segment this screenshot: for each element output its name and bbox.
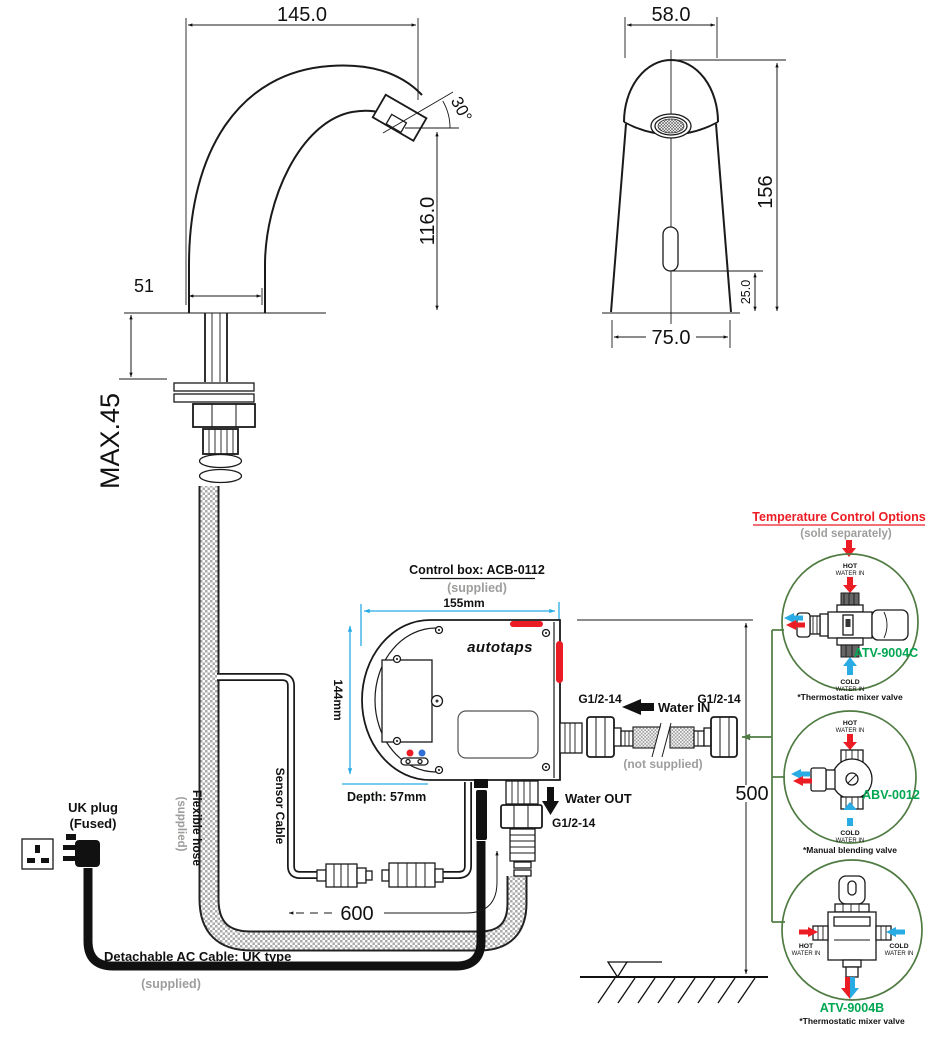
ground-symbol xyxy=(580,961,768,1004)
hot-label-2: WATER IN xyxy=(792,951,821,957)
dim-front-height: 156 xyxy=(755,175,777,208)
dc-plug-tab xyxy=(474,779,488,788)
hot-label: HOT xyxy=(843,563,858,570)
sensor-cable-label: Sensor Cable xyxy=(273,768,287,845)
thermostatic-valve-vertical-icon xyxy=(812,875,892,978)
install-height-dimension: 500 xyxy=(577,619,769,975)
control-box: Control box: ACB-0112 (supplied) 155mm 1… xyxy=(331,563,563,804)
cold-label: COLD xyxy=(889,943,908,950)
cold-label-2: WATER IN xyxy=(836,687,865,693)
valve-type-note: *Thermostatic mixer valve xyxy=(799,1016,905,1026)
datum-icon xyxy=(606,961,629,979)
sensor-cable: Sensor Cable xyxy=(217,673,472,888)
water-in-label: Water IN xyxy=(658,700,710,715)
tap-side-view: 145.0 30° 116.0 51 MAX.45 xyxy=(95,4,528,952)
mixed-water-arrow-icon xyxy=(784,613,805,630)
dim-box-depth: Depth: 57mm xyxy=(347,790,426,804)
label-area xyxy=(457,710,539,759)
dim-side-width: 145.0 xyxy=(277,4,327,26)
sensor-window xyxy=(662,226,679,272)
mixed-water-arrow-icon xyxy=(791,769,812,786)
option-abv-0012: HOT WATER IN COLD WATER IN ABV-0012 xyxy=(783,710,920,855)
control-box-title: Control box: ACB-0112 xyxy=(409,563,545,577)
water-out-arrow-icon xyxy=(542,787,559,815)
valve-type-note: *Manual blending valve xyxy=(803,845,897,855)
option-atv-9004c: HOT WATER IN xyxy=(781,553,919,702)
water-out-label: Water OUT xyxy=(565,791,632,806)
case-screws xyxy=(392,625,551,775)
options-bracket xyxy=(741,629,785,923)
hot-label-2: WATER IN xyxy=(836,728,865,734)
hot-label: HOT xyxy=(843,720,858,727)
thermostatic-valve-icon xyxy=(796,592,909,658)
sensor-cable-socket xyxy=(381,862,444,888)
water-in-thread-right: G1/2-14 xyxy=(697,692,741,706)
uk-plug-label-1: UK plug xyxy=(68,800,118,815)
arrow-down-red-icon xyxy=(842,540,856,557)
tap-shank-fittings xyxy=(173,313,256,484)
hot-label: HOT xyxy=(799,943,814,950)
flexible-hose-note: (supplied) xyxy=(175,797,187,852)
cold-water-arrow-icon xyxy=(886,927,905,937)
temp-options-title: Temperature Control Options xyxy=(752,510,925,524)
red-accent-top xyxy=(510,621,543,627)
battery-compartment xyxy=(381,659,433,743)
dc-plug-body xyxy=(476,790,487,840)
dim-spout-angle: 30° xyxy=(447,93,476,125)
temperature-options: Temperature Control Options (sold separa… xyxy=(741,510,926,1026)
model-label: ATV-9004C xyxy=(854,646,918,660)
ac-cable-label: Detachable AC Cable: UK type xyxy=(104,949,291,964)
hot-label-2: WATER IN xyxy=(836,571,865,577)
red-accent-side xyxy=(556,641,563,683)
spout-tip xyxy=(371,93,428,142)
dim-front-base-width: 75.0 xyxy=(652,327,691,349)
dim-max-deck: MAX.45 xyxy=(95,393,125,489)
hot-water-arrow-icon xyxy=(799,927,818,937)
mixed-water-down-arrow-icon xyxy=(841,977,859,999)
hose-break-mark xyxy=(652,722,672,760)
power-cable: UK plug (Fused) Detachable AC Cable: UK … xyxy=(21,779,488,991)
temp-options-subtitle: (sold separately) xyxy=(800,528,892,540)
cold-label: COLD xyxy=(840,679,859,686)
model-label: ATV-9004B xyxy=(820,1001,884,1015)
water-in-arrow-icon xyxy=(622,699,654,715)
uk-plug-icon xyxy=(63,834,100,867)
brand-logo: autotaps xyxy=(467,639,533,656)
cold-label-2: WATER IN xyxy=(836,838,865,844)
water-out-thread: G1/2-14 xyxy=(552,816,596,830)
ac-cable-note: (supplied) xyxy=(141,977,201,991)
tap-front-view: 58.0 156 25.0 75.0 xyxy=(602,4,786,349)
dim-base-width: 51 xyxy=(134,276,154,296)
dim-box-height: 144mm xyxy=(331,679,345,720)
model-label: ABV-0012 xyxy=(862,788,920,802)
cold-label-2: WATER IN xyxy=(885,951,914,957)
uk-socket-icon xyxy=(21,838,54,870)
dim-front-top-width: 58.0 xyxy=(652,4,691,26)
dim-box-width: 155mm xyxy=(443,596,484,610)
sensor-cable-plug xyxy=(316,863,373,888)
control-box-supplied: (supplied) xyxy=(447,581,507,595)
dim-install-height: 500 xyxy=(735,783,768,805)
dim-hose-length: 600 xyxy=(340,903,373,925)
water-in-thread-left: G1/2-14 xyxy=(578,692,622,706)
water-in-connection: G1/2-14 G1/2-14 Water IN (not supplied) xyxy=(559,692,741,771)
water-out-connection: Water OUT G1/2-14 xyxy=(500,780,632,877)
uk-plug-label-2: (Fused) xyxy=(70,816,117,831)
dim-side-height: 116.0 xyxy=(417,197,439,246)
cold-label: COLD xyxy=(840,830,859,837)
valve-type-note: *Thermostatic mixer valve xyxy=(797,692,903,702)
dim-sensor-offset: 25.0 xyxy=(739,280,753,304)
ac-cable xyxy=(83,841,486,971)
status-leds xyxy=(400,749,429,766)
hose-length-dimension: 600 xyxy=(288,850,499,925)
water-in-note: (not supplied) xyxy=(623,757,702,771)
option-atv-9004b: HOT WATER IN COLD WATER IN ATV-9004B *Th… xyxy=(781,859,923,1026)
flexible-hose-label: Flexible hose xyxy=(190,790,204,866)
